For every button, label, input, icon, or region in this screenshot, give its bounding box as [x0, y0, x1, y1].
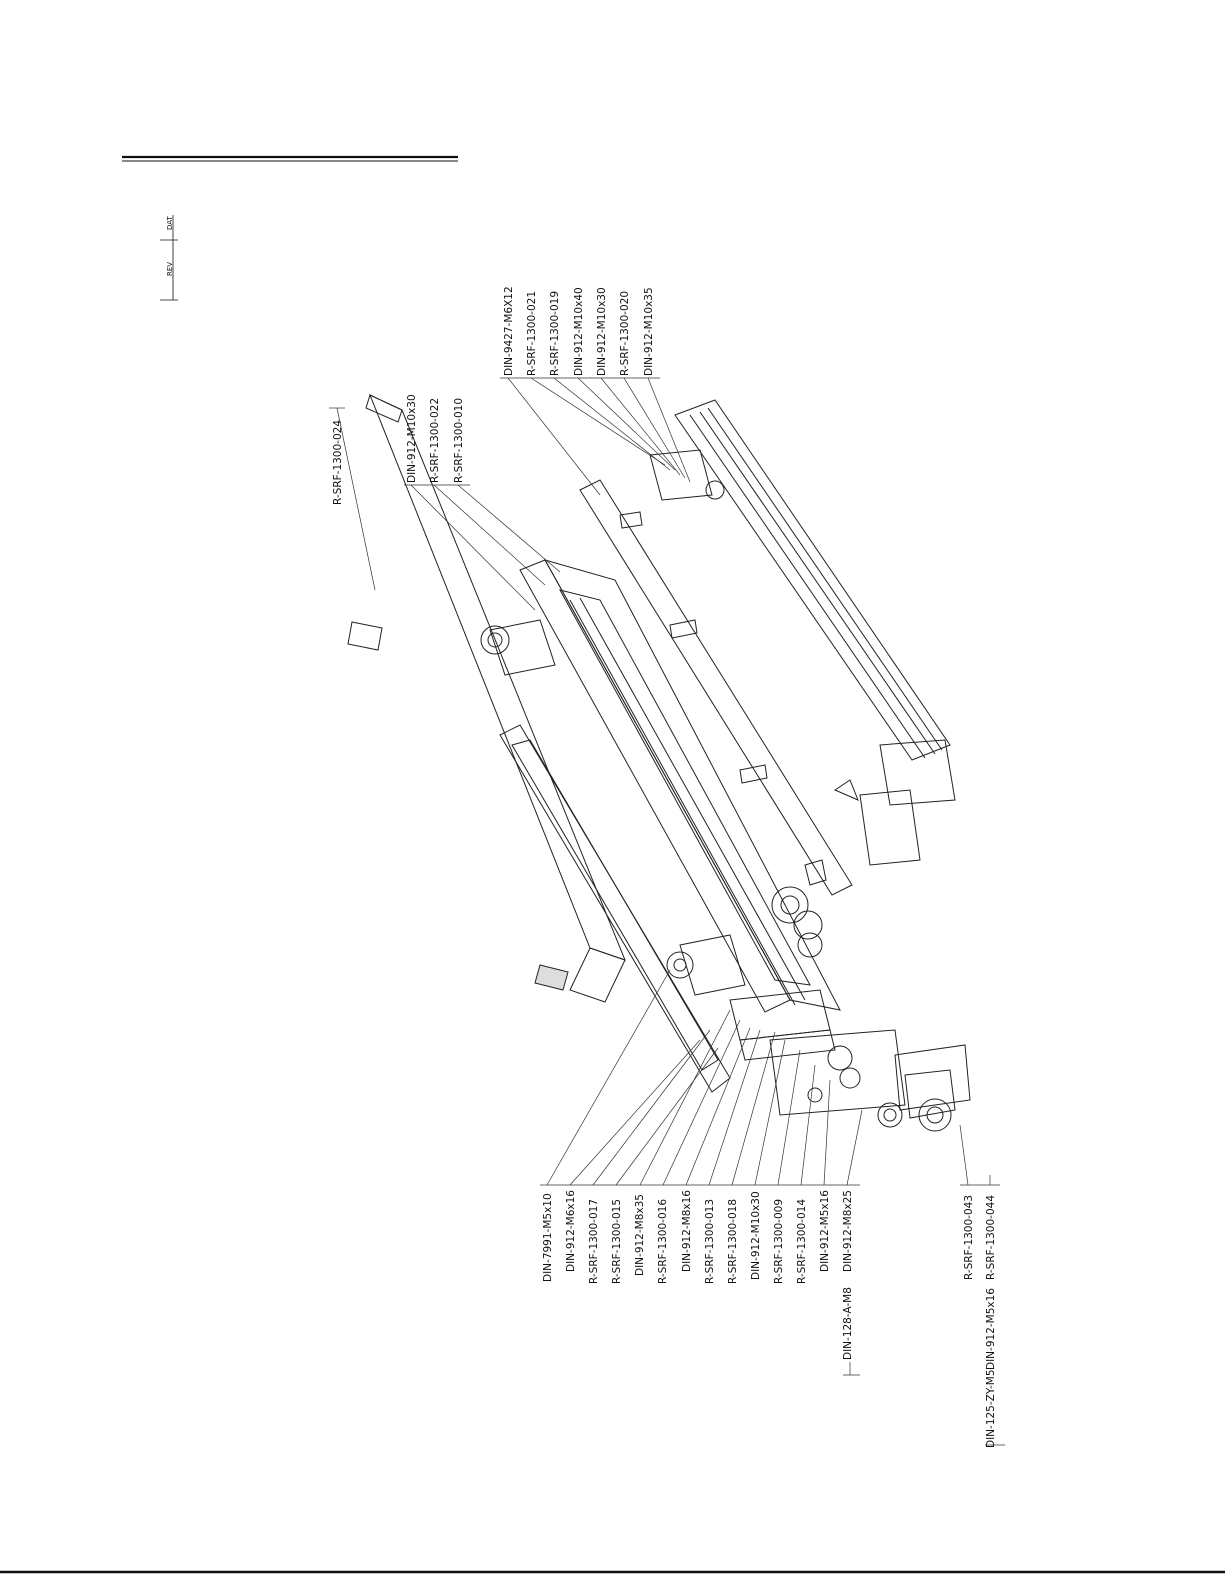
- label-main-4: DIN-912-M8x35: [634, 1194, 646, 1276]
- label-main-10: R-SRF-1300-009: [773, 1199, 785, 1284]
- long-plate-part: [579, 479, 853, 896]
- label-main-5: R-SRF-1300-016: [657, 1199, 669, 1284]
- label-group-motor: R-SRF-1300-043 R-SRF-1300-044 DIN-912-M5…: [963, 1195, 997, 1448]
- label-group-roller: DIN-9427-M6X12 R-SRF-1300-021 R-SRF-1300…: [503, 286, 655, 376]
- title-rule: [122, 155, 458, 162]
- label-roller-3: DIN-912-M10x40: [573, 287, 585, 376]
- label-main-2: R-SRF-1300-017: [588, 1199, 600, 1284]
- label-main-7: R-SRF-1300-013: [704, 1199, 716, 1284]
- end-plate-part: [769, 1029, 906, 1116]
- label-group-frame: DIN-912-M10x30 R-SRF-1300-022 R-SRF-1300…: [406, 394, 465, 483]
- label-main-8: R-SRF-1300-018: [727, 1199, 739, 1284]
- label-frame-0: DIN-912-M10x30: [406, 394, 418, 483]
- label-main-0: DIN-7991-M5x10: [542, 1193, 554, 1282]
- label-main-12: DIN-912-M5x16: [819, 1190, 831, 1272]
- label-main-9: DIN-912-M10x30: [750, 1191, 762, 1280]
- label-cover: R-SRF-1300-024: [332, 420, 344, 505]
- label-motor-a: R-SRF-1300-043: [963, 1195, 975, 1280]
- roller-assembly-part: [649, 399, 956, 866]
- label-spring-washer: DIN-125-ZY-M5: [985, 1369, 997, 1448]
- label-r-srf-1300-024: R-SRF-1300-024: [332, 420, 344, 505]
- label-frame-1: R-SRF-1300-022: [429, 398, 441, 483]
- gearbox-motor-part: [480, 619, 746, 996]
- side-plate-part: [499, 724, 731, 1093]
- label-main-6: DIN-912-M8x16: [681, 1190, 693, 1272]
- label-rails: [329, 377, 1005, 1446]
- top-cover-part: [347, 394, 626, 1003]
- label-din-128-a-m8: DIN-128-A-M8: [842, 1287, 854, 1360]
- label-main-13: DIN-912-M8x25: [842, 1190, 854, 1272]
- label-motor-b: R-SRF-1300-044: [985, 1195, 997, 1280]
- label-main-11: R-SRF-1300-014: [796, 1199, 808, 1284]
- label-roller-5: R-SRF-1300-020: [619, 291, 631, 376]
- motor-mount-part: [877, 1044, 971, 1132]
- label-roller-1: R-SRF-1300-021: [526, 291, 538, 376]
- date-label: DAT: [166, 215, 174, 230]
- label-roller-0: DIN-9427-M6X12: [503, 286, 515, 376]
- label-group-main: DIN-7991-M5x10 DIN-912-M6x16 R-SRF-1300-…: [542, 1190, 854, 1284]
- label-roller-4: DIN-912-M10x30: [596, 287, 608, 376]
- leader-lines: [336, 377, 991, 1375]
- label-washer: DIN-128-A-M8: [842, 1287, 854, 1360]
- label-roller-6: DIN-912-M10x35: [643, 287, 655, 376]
- label-frame-2: R-SRF-1300-010: [453, 398, 465, 483]
- label-roller-2: R-SRF-1300-019: [549, 291, 561, 376]
- label-screw: DIN-912-M5x16: [985, 1288, 997, 1370]
- revision-block: REV DAT: [160, 215, 178, 301]
- label-main-3: R-SRF-1300-015: [611, 1199, 623, 1284]
- main-frame-part: [519, 559, 841, 1061]
- rev-label: REV: [166, 262, 174, 276]
- label-main-1: DIN-912-M6x16: [565, 1190, 577, 1272]
